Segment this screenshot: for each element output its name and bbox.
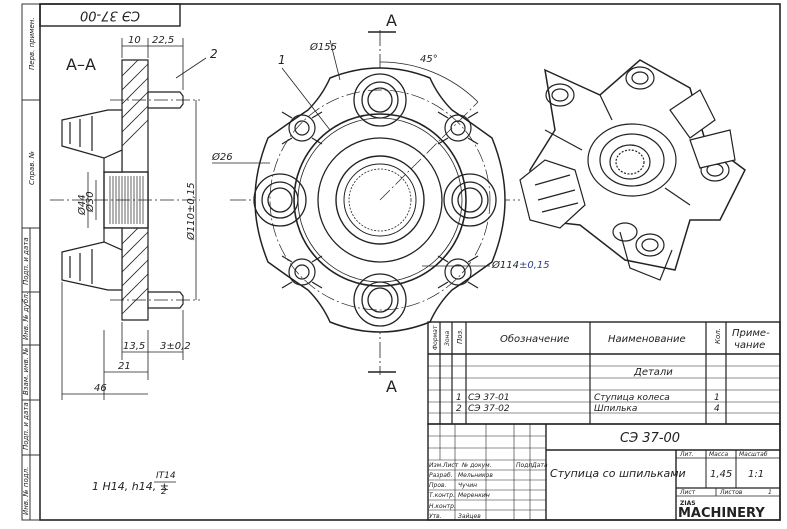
tb-title: Ступица со шпильками [550,467,686,480]
tb-role-3: Т.контр. [429,492,455,499]
side-col-2: Справ. № [28,151,36,185]
tb-role-2: Пров. [429,482,447,489]
spec-h-note-1: Приме- [732,328,770,339]
tb-role-1: Разраб. [429,472,453,479]
tb-scale-label: Масштаб [739,451,768,458]
dim-30: Ø30 [84,191,96,213]
isometric-view [519,59,746,281]
spec-row-1-designation: СЭ 37-01 [468,393,510,403]
stamp-code: СЭ 37-00 [80,8,140,23]
spec-h-note-2: чание [734,340,765,351]
spec-row-2-designation: СЭ 37-02 [468,404,510,414]
tb-code: СЭ 37-00 [620,431,680,446]
title-block [427,423,781,521]
tb-sheet-label: Лист [679,489,696,496]
tb-lit-label: Лит. [679,451,694,458]
tb-sheets-label: Листов [719,489,743,496]
dim-angle: 45° [420,54,438,65]
tb-col-sign: Подп. [516,462,534,469]
front-view [212,30,520,375]
tb-name-5: Зайцев [458,513,481,520]
spec-row-1-name: Ступица колеса [594,393,670,403]
leader-2: 2 [210,47,218,61]
spec-table [427,321,781,425]
spec-row-2-pos: 2 [456,404,462,414]
tb-col-doc: № докум. [461,462,492,469]
spec-row-2-name: Шпилька [594,404,637,414]
watermark-logo: ZIAS MACHINERY [678,500,765,521]
watermark-small: ZIAS [680,500,696,507]
dim-155: Ø155 [309,41,337,53]
spec-section: Детали [633,367,673,378]
dim-3: 3±0,2 [160,341,191,352]
tb-name-1: Мельников [458,472,493,479]
side-col-6: Подп. и дата [22,402,30,450]
dim-110: Ø110±0,15 [185,182,197,241]
tb-scale: 1:1 [748,469,764,480]
tb-mass: 1,45 [710,469,732,480]
cut-label-bottom: А [386,377,397,396]
dim-114: Ø114±0,15 [491,259,550,271]
spec-h-pos: Поз. [456,329,464,345]
dim-46: 46 [94,383,107,394]
side-col-1: Перв. примен. [28,17,36,70]
section-view [50,59,200,321]
dim-13-5: 13,5 [123,341,145,352]
tb-role-5: Утв. [429,513,442,520]
spec-row-1-qty: 1 [714,393,720,403]
dim-22-5: 22,5 [152,35,174,46]
spec-row-1-pos: 1 [456,393,462,403]
leader-1: 1 [278,53,286,67]
general-note: 1 H14, h14, ± [92,480,169,493]
spec-h-zone: Зона [444,331,451,346]
dim-10: 10 [128,35,141,46]
tb-name-3: Меренкин [458,492,490,499]
spec-h-designation: Обозначение [500,333,569,345]
tb-role-4: Н.контр. [429,503,456,510]
cut-label-top: А [386,11,397,30]
tb-col-date: Дата [531,462,548,469]
side-col-7: Инв. № подл. [22,467,30,515]
dim-26: Ø26 [211,151,233,163]
note-frac-num: IT14 [156,471,176,481]
note-frac-den: 2 [161,487,167,497]
tb-mass-label: Масса [709,451,728,458]
spec-row-2-qty: 4 [714,404,720,414]
spec-h-name: Наименование [608,334,686,345]
dim-44: Ø44 [76,194,88,216]
watermark-big: MACHINERY [678,506,765,521]
side-col-5: Взам. инв. № [22,347,30,395]
tb-col-izm: Изм. [429,462,443,469]
section-label: А–А [66,55,96,74]
tb-name-2: Чучин [458,482,477,489]
tb-col-list: Лист [442,462,459,469]
spec-h-format: Формат [432,325,439,350]
side-col-4: Инв. № дубл. [22,292,30,340]
dim-21: 21 [118,361,131,372]
side-col-3: Подп. и дата [22,237,30,285]
spec-h-qty: Кол. [714,328,722,344]
tb-sheets: 1 [768,489,772,496]
